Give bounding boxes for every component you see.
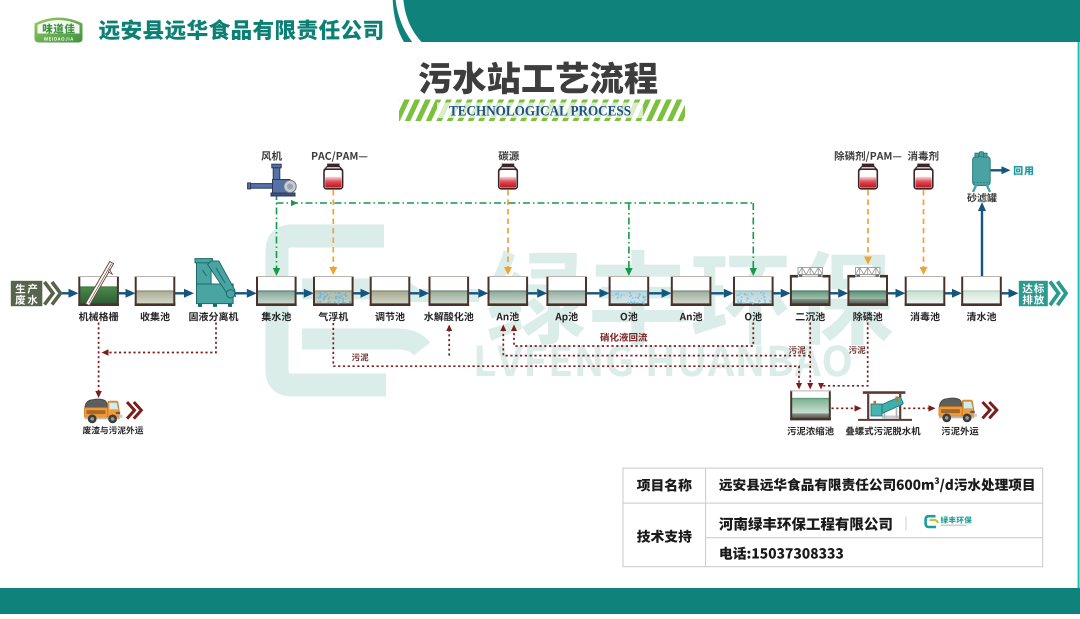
svg-text:TECHNOLOGICAL PROCESS: TECHNOLOGICAL PROCESS <box>449 104 631 120</box>
